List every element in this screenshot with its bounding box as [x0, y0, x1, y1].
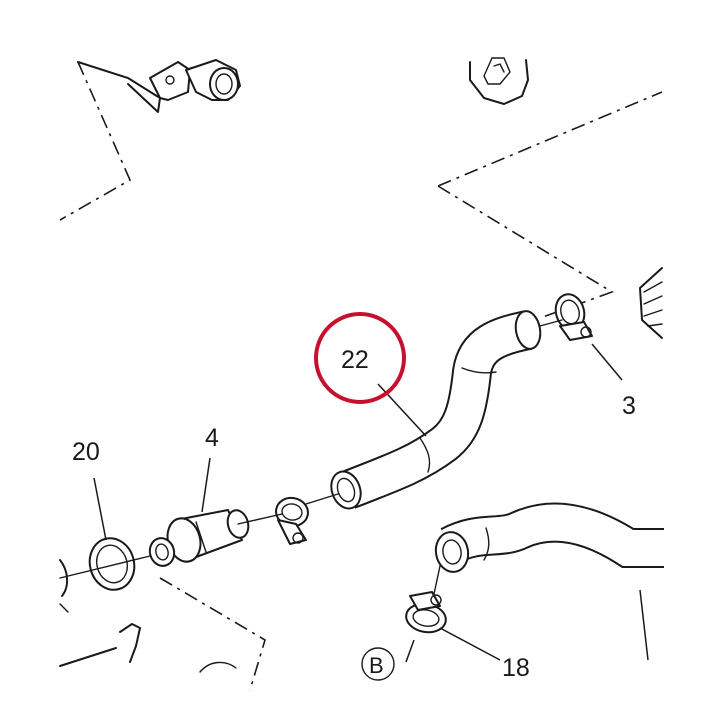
callout-20[interactable]: 20: [72, 438, 100, 466]
hose-part-22: [330, 310, 542, 510]
radiator-edge-part: [639, 267, 663, 339]
thermostat-housing-part-4: [148, 509, 250, 567]
callout-3[interactable]: 3: [622, 392, 636, 420]
reference-b-badge[interactable]: B: [361, 647, 395, 681]
hose-clamp-middle: [275, 496, 309, 545]
callout-18[interactable]: 18: [502, 654, 530, 682]
callout-b: B: [369, 653, 384, 678]
hose-clamp-lower: [405, 591, 447, 634]
bracket-part-top-center: [469, 57, 529, 105]
hose-clamp-3: [554, 293, 593, 341]
boundary-lines: [59, 61, 663, 691]
highlight-ring: [314, 312, 406, 404]
assembly-lines: [59, 319, 563, 595]
lower-hose: [434, 502, 664, 573]
seal-ring-part-20: [88, 537, 136, 591]
leader-lines: [93, 343, 649, 663]
bracket-part-top-left: [77, 59, 241, 113]
bottom-left-partial-parts: [59, 559, 237, 673]
callout-22[interactable]: 22: [341, 346, 369, 374]
callout-4[interactable]: 4: [205, 424, 219, 452]
